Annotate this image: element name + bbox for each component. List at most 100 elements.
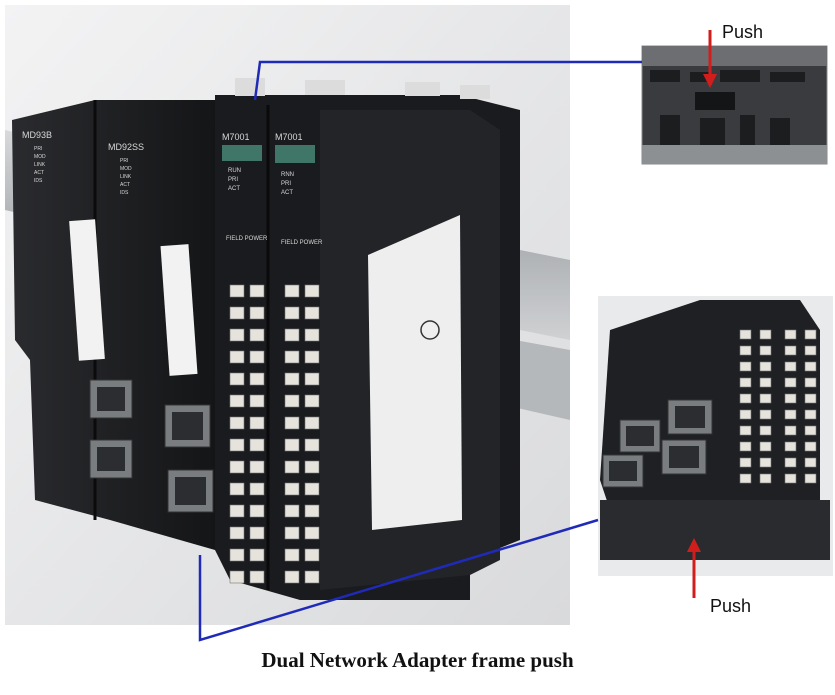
terminal-button: [759, 393, 772, 404]
terminal-button: [739, 441, 752, 452]
terminal-button: [249, 504, 265, 518]
terminal-button: [784, 425, 797, 436]
terminal-button: [229, 416, 245, 430]
terminal-button: [229, 526, 245, 540]
terminal-button: [304, 526, 320, 540]
bottom-push-arrow-icon: [687, 538, 701, 552]
module-4-model: M7001: [275, 132, 303, 142]
push-arrows: [687, 30, 717, 598]
terminal-button: [304, 548, 320, 562]
module-stack: [12, 78, 520, 600]
terminal-button: [759, 425, 772, 436]
terminal-button: [739, 409, 752, 420]
terminal-button: [759, 329, 772, 340]
terminal-button: [284, 394, 300, 408]
terminal-button: [304, 482, 320, 496]
terminal-button: [804, 345, 817, 356]
terminal-button: [249, 350, 265, 364]
terminal-button: [804, 377, 817, 388]
module-2-led-4: ACT: [120, 182, 130, 188]
terminal-button: [739, 393, 752, 404]
terminal-button: [739, 345, 752, 356]
terminal-button: [249, 328, 265, 342]
side-label: [368, 215, 462, 530]
terminal-button: [759, 361, 772, 372]
terminal-button: [739, 473, 752, 484]
terminal-button: [784, 393, 797, 404]
terminal-button: [249, 416, 265, 430]
bottom-push-label: Push: [710, 596, 752, 616]
module-1-led-2: MOD: [34, 154, 46, 160]
terminal-button: [804, 425, 817, 436]
terminal-button: [284, 284, 300, 298]
terminal-button: [759, 473, 772, 484]
terminal-button: [229, 482, 245, 496]
network-adapter-bodies: [12, 100, 215, 550]
module-3-led-2: PRI: [228, 177, 238, 183]
terminal-button: [804, 329, 817, 340]
terminal-button: [739, 377, 752, 388]
terminal-button: [739, 457, 752, 468]
terminal-button: [229, 350, 245, 364]
terminal-button: [304, 394, 320, 408]
module-3-led-3: ACT: [228, 186, 240, 192]
terminal-button: [284, 548, 300, 562]
terminal-button: [229, 460, 245, 474]
module-1-led-3: LINK: [34, 162, 46, 168]
terminal-button: [304, 460, 320, 474]
terminal-button: [784, 345, 797, 356]
terminal-button: [249, 482, 265, 496]
terminal-button: [804, 361, 817, 372]
module-4-led-1: RNN: [281, 172, 294, 178]
terminal-button: [304, 328, 320, 342]
terminal-button: [249, 460, 265, 474]
terminal-button: [784, 409, 797, 420]
terminal-button: [804, 393, 817, 404]
inset-top-latch-photo: [641, 45, 828, 165]
module-2-model: MD92SS: [108, 142, 144, 152]
module-1-model: MD93B: [22, 130, 52, 140]
terminal-button: [304, 284, 320, 298]
terminal-button: [229, 394, 245, 408]
rj45-ports: [89, 379, 214, 513]
terminal-button: [229, 438, 245, 452]
terminal-button: [784, 473, 797, 484]
terminal-button: [284, 350, 300, 364]
module-1-led-5: IDS: [34, 178, 43, 184]
terminal-button: [284, 438, 300, 452]
terminal-button: [229, 504, 245, 518]
terminal-button: [759, 457, 772, 468]
terminal-button: [284, 416, 300, 430]
terminal-button: [304, 570, 320, 584]
terminal-button: [304, 504, 320, 518]
terminal-button: [739, 361, 752, 372]
terminal-button: [229, 328, 245, 342]
terminal-button: [759, 441, 772, 452]
terminal-button: [249, 548, 265, 562]
terminal-button: [284, 570, 300, 584]
terminal-button: [284, 306, 300, 320]
terminal-button: [304, 372, 320, 386]
terminal-button: [784, 457, 797, 468]
callout-connector-lines: [198, 60, 642, 642]
mac-label-2: [160, 244, 198, 376]
terminal-button: [739, 425, 752, 436]
terminal-button: [284, 328, 300, 342]
terminal-button: [304, 438, 320, 452]
module-3-model: M7001: [222, 132, 250, 142]
mac-label-1: [69, 219, 105, 361]
terminal-button: [784, 361, 797, 372]
module-2-led-3: LINK: [120, 174, 132, 180]
terminal-button: [284, 372, 300, 386]
module-2-led-2: MOD: [120, 166, 132, 172]
module-1-led-1: PRI: [34, 146, 42, 152]
top-push-arrow-icon: [703, 74, 717, 88]
terminal-button: [249, 526, 265, 540]
module-4-led-3: ACT: [281, 190, 293, 196]
terminal-button: [804, 457, 817, 468]
terminal-button: [784, 441, 797, 452]
terminal-button: [249, 372, 265, 386]
terminal-button: [304, 350, 320, 364]
terminal-button: [229, 306, 245, 320]
